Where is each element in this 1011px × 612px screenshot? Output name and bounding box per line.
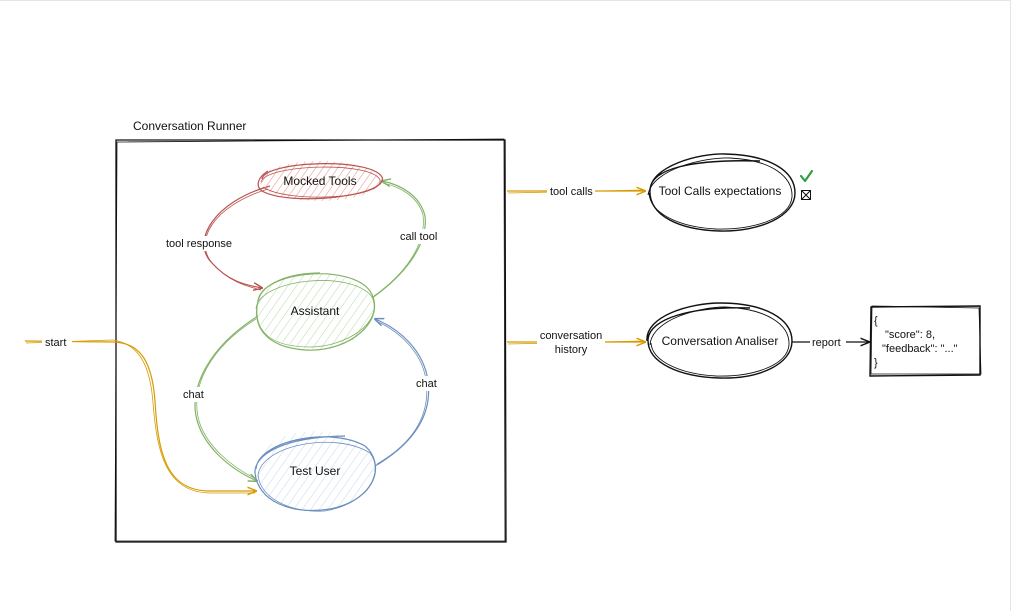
chat-right-label-bg xyxy=(414,376,442,391)
report-box-line3: "feedback": "..." xyxy=(882,343,958,355)
edge-call-tool[interactable] xyxy=(371,181,426,299)
tool-calls-label: tool calls xyxy=(550,186,593,198)
chat-left-label-bg xyxy=(180,387,210,402)
check-icon xyxy=(799,169,814,183)
edge-tool-response[interactable] xyxy=(203,185,271,290)
tool-calls-label-bg xyxy=(547,184,595,199)
conversation-history-label-line2: history xyxy=(555,344,588,356)
call-tool-label: call tool xyxy=(400,231,437,243)
node-conversation-analiser[interactable] xyxy=(646,302,793,379)
start-label-bg xyxy=(42,335,72,349)
mocked-tools-label: Mocked Tools xyxy=(283,174,356,188)
edge-chat-user-to-assistant[interactable] xyxy=(375,319,430,467)
tool-calls-expectations-label: Tool Calls expectations xyxy=(659,184,782,198)
conversation-history-label-line1: conversation xyxy=(540,330,602,342)
report-box-line4: } xyxy=(874,357,878,369)
node-assistant[interactable] xyxy=(255,272,376,351)
report-label: report xyxy=(812,337,841,349)
edge-chat-assistant-to-user[interactable] xyxy=(194,315,258,481)
tool-response-label-bg xyxy=(164,236,236,251)
test-user-label: Test User xyxy=(290,464,341,478)
tool-response-label: tool response xyxy=(166,238,232,250)
report-box[interactable] xyxy=(869,305,982,377)
edge-start[interactable] xyxy=(24,339,256,493)
x-box-icon xyxy=(801,190,811,200)
conversation-analiser-label: Conversation Analiser xyxy=(662,334,779,348)
node-mocked-tools[interactable] xyxy=(257,161,383,201)
report-box-line2: "score": 8, xyxy=(885,329,935,341)
conversation-runner-container[interactable] xyxy=(114,138,507,543)
chat-right-label: chat xyxy=(416,378,437,390)
assistant-label: Assistant xyxy=(291,304,340,318)
report-label-bg xyxy=(810,335,846,349)
report-box-line1: { xyxy=(874,315,878,327)
conversation-history-label-bg xyxy=(537,327,605,357)
container-title: Conversation Runner xyxy=(133,119,246,133)
node-test-user[interactable] xyxy=(254,431,377,512)
chat-left-label: chat xyxy=(183,389,204,401)
start-label: start xyxy=(45,337,66,349)
call-tool-label-bg xyxy=(398,229,440,244)
node-tool-calls-expectations[interactable] xyxy=(647,153,796,232)
